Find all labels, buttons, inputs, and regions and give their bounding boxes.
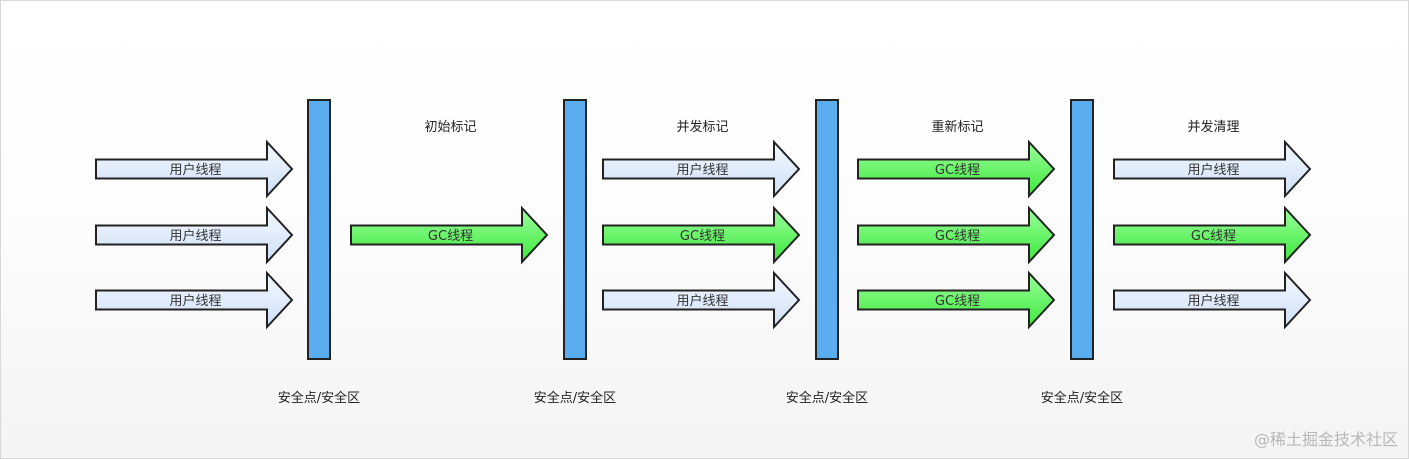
arrow-shape: [350, 205, 549, 265]
arrow-label: 用户线程: [169, 228, 221, 244]
gc-thread-arrow-remark-1: GC线程: [857, 139, 1056, 199]
arrow-label: GC线程: [680, 229, 725, 244]
arrow-label: GC线程: [935, 229, 980, 244]
phase-label-initial-mark: 初始标记: [424, 120, 476, 135]
arrow-label: 用户线程: [676, 162, 728, 178]
safepoint-label-4: 安全点/安全区: [1041, 390, 1123, 406]
safepoint-label-3: 安全点/安全区: [786, 390, 868, 406]
arrow-shape: [95, 139, 294, 199]
arrow-shape: [1113, 139, 1312, 199]
arrow-shape: [602, 270, 801, 330]
arrow-label: GC线程: [935, 163, 980, 178]
user-thread-arrow-concurrent-mark-3: 用户线程: [602, 270, 801, 330]
safepoint-bar-1: [307, 99, 331, 360]
phase-label-remark: 重新标记: [931, 119, 983, 135]
gc-thread-arrow-remark-2: GC线程: [857, 205, 1056, 265]
arrow-shape: [1113, 270, 1312, 330]
arrow-label: 用户线程: [169, 162, 221, 178]
gc-thread-arrow-concurrent-mark-2: GC线程: [602, 205, 801, 265]
arrow-label: GC线程: [428, 229, 473, 244]
gc-thread-arrow-remark-3: GC线程: [857, 270, 1056, 330]
watermark: @稀土掘金技术社区: [1253, 430, 1398, 449]
arrow-shape: [1113, 205, 1312, 265]
gc-thread-arrow-concurrent-sweep-2: GC线程: [1113, 205, 1312, 265]
arrow-shape: [602, 205, 801, 265]
safepoint-label-1: 安全点/安全区: [278, 390, 360, 406]
safepoint-bar-2: [563, 99, 587, 360]
gc-thread-arrow-initial-mark-2: GC线程: [350, 205, 549, 265]
user-thread-arrow-concurrent-sweep-3: 用户线程: [1113, 270, 1312, 330]
user-thread-arrow-pre-2: 用户线程: [95, 205, 294, 265]
arrow-shape: [857, 270, 1056, 330]
arrow-label: 用户线程: [169, 293, 221, 309]
user-thread-arrow-concurrent-mark-1: 用户线程: [602, 139, 801, 199]
arrow-shape: [857, 205, 1056, 265]
arrow-label: 用户线程: [676, 293, 728, 309]
arrow-shape: [857, 139, 1056, 199]
arrow-label: GC线程: [1191, 229, 1236, 244]
arrow-shape: [602, 139, 801, 199]
safepoint-bar-3: [815, 99, 839, 360]
phase-label-concurrent-sweep: 并发清理: [1187, 119, 1239, 135]
user-thread-arrow-pre-3: 用户线程: [95, 270, 294, 330]
phase-label-concurrent-mark: 并发标记: [676, 119, 728, 135]
safepoint-bar-4: [1070, 99, 1094, 360]
user-thread-arrow-pre-1: 用户线程: [95, 139, 294, 199]
arrow-label: 用户线程: [1187, 162, 1239, 178]
arrow-shape: [95, 205, 294, 265]
arrow-label: 用户线程: [1187, 293, 1239, 309]
arrow-shape: [95, 270, 294, 330]
arrow-label: GC线程: [935, 294, 980, 309]
safepoint-label-2: 安全点/安全区: [534, 390, 616, 406]
user-thread-arrow-concurrent-sweep-1: 用户线程: [1113, 139, 1312, 199]
